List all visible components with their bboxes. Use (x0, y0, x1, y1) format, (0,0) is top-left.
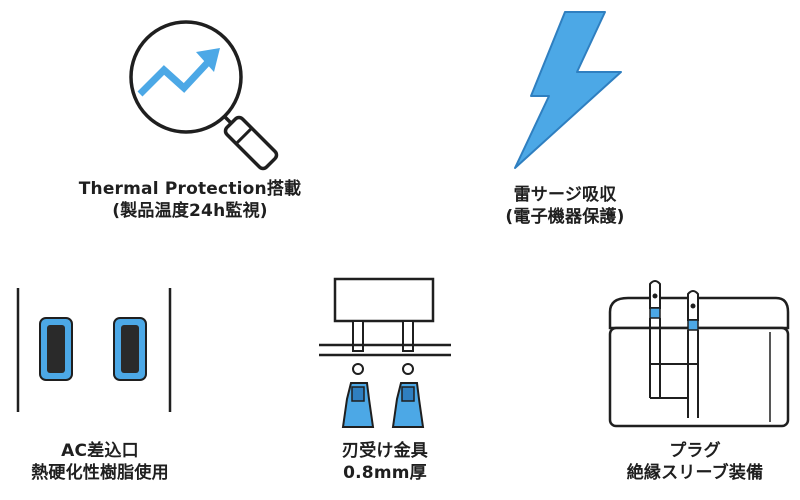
blade-receptacle-icon (319, 277, 451, 428)
magnifier-trend-icon (129, 20, 279, 171)
ac-port-icon (16, 288, 172, 412)
blade-caption-line2: 0.8mm厚 (343, 463, 427, 483)
surge-caption-line1: 雷サージ吸収 (513, 185, 617, 205)
thermal-caption-line2: (製品温度24h監視) (112, 201, 268, 221)
plug-caption-line2: 絶縁スリーブ装備 (626, 463, 764, 483)
thermal-caption-line1: Thermal Protection搭載 (78, 179, 302, 199)
surge-caption-line2: (電子機器保護) (505, 207, 625, 227)
ac-caption-line2: 熱硬化性樹脂使用 (31, 463, 169, 483)
ac-caption-line1: AC差込口 (61, 441, 139, 461)
plug-caption-line1: プラグ (669, 441, 721, 461)
lightning-bolt-icon (514, 11, 622, 169)
plug-icon (608, 280, 790, 428)
blade-caption-line1: 刃受け金具 (342, 441, 428, 461)
